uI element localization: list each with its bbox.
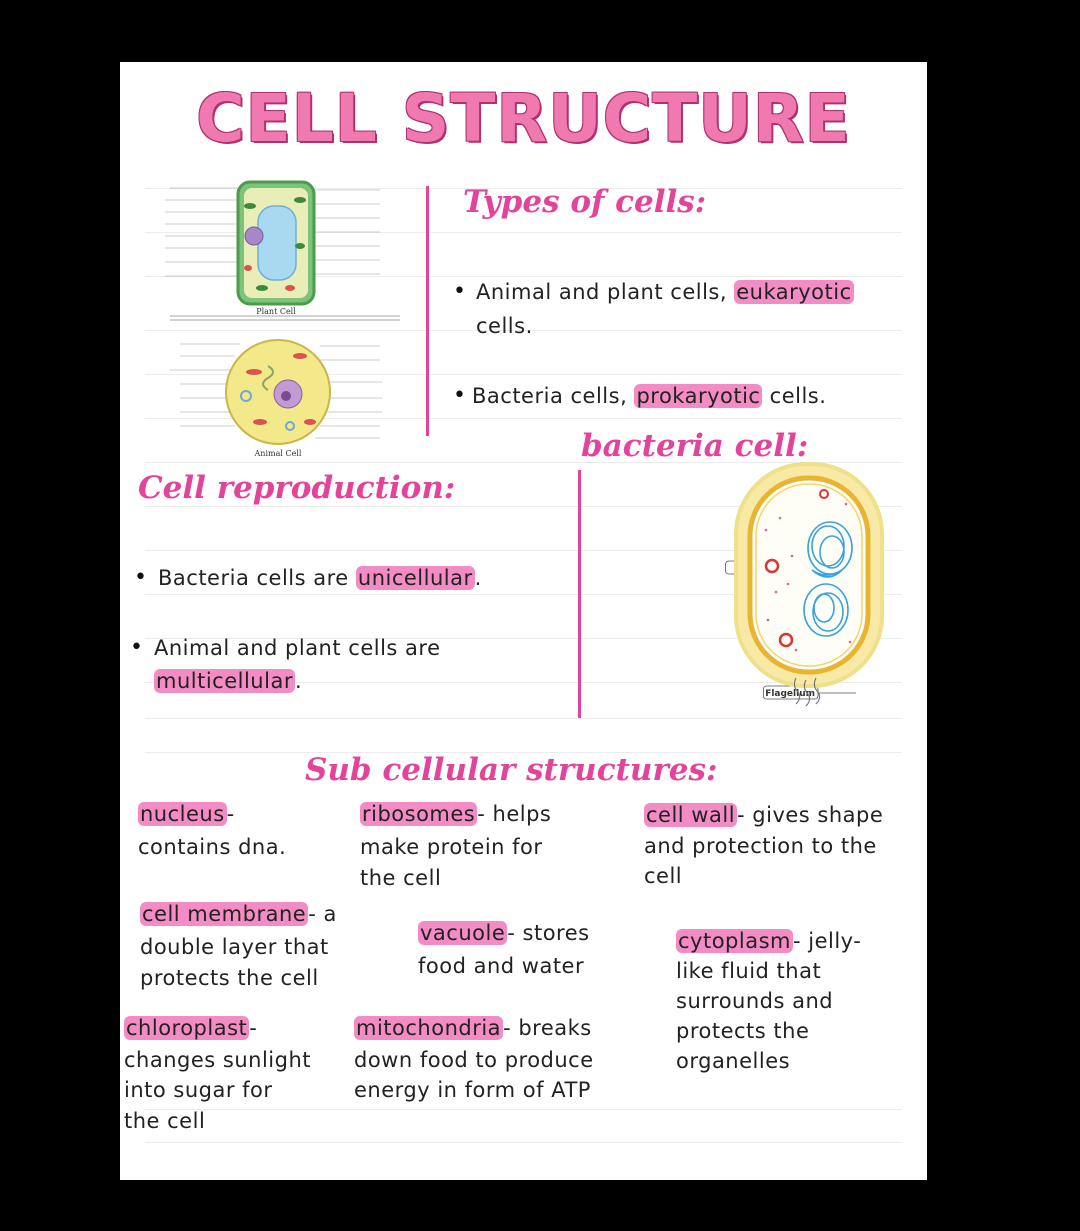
vacuole-suffix: - stores	[507, 921, 590, 945]
mitochondria-desc-2: energy in form of ATP	[354, 1078, 591, 1102]
chloroplast-desc-2: into sugar for	[124, 1078, 273, 1102]
cytoplasm-suffix: - jelly-	[793, 929, 862, 953]
ruled-line	[145, 506, 902, 507]
bacteria-cell-heading: bacteria cell:	[581, 428, 809, 464]
bacteria-cell-figure: CytoplasmCell membraneMurein cell wallCe…	[725, 462, 884, 707]
types-of-cells-heading: Types of cells:	[463, 184, 707, 220]
reproduction-bullet-1-text: Bacteria cells are	[158, 566, 349, 590]
chloroplast-desc-3: the cell	[124, 1109, 206, 1133]
chloroplast-entry: chloroplast-	[124, 1012, 257, 1044]
reproduction-bullet-2-text: Animal and plant cells are	[154, 636, 441, 660]
cell-membrane-desc-1: double layer that	[140, 935, 329, 959]
types-bullet-2: Bacteria cells, prokaryotic cells.	[472, 380, 826, 412]
vacuole-entry: vacuole- stores	[418, 917, 590, 949]
ruled-line	[145, 462, 902, 463]
ribosomes-desc-1: make protein for	[360, 835, 543, 859]
cytoplasm-term: cytoplasm	[676, 929, 793, 953]
animal-cell-label: Animal Cell	[254, 449, 302, 458]
divider-line	[426, 186, 429, 436]
nucleus-desc: contains dna.	[138, 835, 287, 859]
bullet: •	[134, 565, 147, 590]
types-bullet-1-text: Animal and plant cells,	[476, 280, 728, 304]
mitochondria-entry: mitochondria- breaks	[354, 1012, 592, 1044]
types-bullet-1: Animal and plant cells, eukaryotic	[476, 276, 854, 308]
ruled-line	[145, 752, 902, 753]
prokaryotic-highlight: prokaryotic	[634, 384, 763, 408]
ruled-line	[145, 594, 902, 595]
notes-page: CELL STRUCTURE Plant Cell	[120, 62, 927, 1180]
types-bullet-2-text: Bacteria cells,	[472, 384, 628, 408]
bacteria-label: Flagellum	[765, 689, 815, 699]
reproduction-bullet-2-end: .	[294, 669, 303, 693]
ribosomes-term: ribosomes	[360, 802, 478, 826]
types-bullet-1-end: cells.	[476, 314, 533, 338]
vacuole-term: vacuole	[418, 921, 508, 945]
cell-wall-suffix: - gives shape	[737, 803, 884, 827]
ruled-line	[145, 1142, 902, 1143]
page-title: CELL STRUCTURE	[196, 80, 851, 157]
cell-membrane-suffix: - a	[308, 902, 337, 926]
nucleus-entry: nucleus-	[138, 798, 235, 830]
divider-line	[578, 470, 581, 718]
plant-cell-figure: Plant Cell	[165, 180, 400, 321]
cell-reproduction-heading: Cell reproduction:	[138, 470, 456, 506]
ruled-line	[145, 1109, 902, 1110]
vacuole-desc: food and water	[418, 954, 585, 978]
animal-cell-figure: Animal Cell	[170, 339, 382, 458]
ruled-line	[145, 718, 902, 719]
reproduction-bullet-1-end: .	[474, 566, 482, 590]
ruled-line	[145, 232, 902, 233]
sub-cellular-heading: Sub cellular structures:	[305, 752, 718, 788]
ribosomes-desc-2: the cell	[360, 866, 442, 890]
mitochondria-suffix: - breaks	[503, 1016, 592, 1040]
cytoplasm-desc-3: protects the	[676, 1019, 810, 1043]
ruled-line	[145, 550, 902, 551]
nucleus-suffix: -	[226, 802, 235, 826]
bullet: •	[453, 383, 466, 408]
ribosomes-entry: ribosomes- helps	[360, 798, 551, 830]
types-bullet-2-end: cells.	[769, 384, 827, 408]
ruled-line	[145, 638, 902, 639]
cell-membrane-entry: cell membrane- a	[140, 898, 337, 930]
eukaryotic-highlight: eukaryotic	[734, 280, 854, 304]
reproduction-bullet-2-cont: multicellular.	[154, 665, 302, 697]
unicellular-highlight: unicellular	[355, 566, 475, 590]
mitochondria-desc-1: down food to produce	[354, 1048, 594, 1072]
cell-wall-desc-2: cell	[644, 864, 683, 888]
mitochondria-term: mitochondria	[354, 1016, 504, 1040]
plant-cell-label: Plant Cell	[256, 307, 296, 316]
cytoplasm-desc-4: organelles	[676, 1049, 791, 1073]
cell-wall-entry: cell wall- gives shape	[644, 799, 883, 831]
chloroplast-term: chloroplast	[124, 1016, 250, 1040]
cell-membrane-desc-2: protects the cell	[140, 966, 319, 990]
chloroplast-desc-1: changes sunlight	[124, 1048, 312, 1072]
cytoplasm-desc-1: like fluid that	[676, 959, 822, 983]
reproduction-bullet-1: Bacteria cells are unicellular.	[158, 562, 482, 594]
ruled-line	[145, 374, 902, 375]
nucleus-term: nucleus	[138, 802, 227, 826]
ribosomes-suffix: - helps	[477, 802, 552, 826]
bullet: •	[130, 635, 143, 660]
ruled-line	[145, 418, 902, 419]
ruled-line	[145, 330, 902, 331]
chloroplast-suffix: -	[249, 1016, 258, 1040]
cell-wall-term: cell wall	[644, 803, 738, 827]
cell-membrane-term: cell membrane	[140, 902, 309, 926]
cell-wall-desc-1: and protection to the	[644, 834, 877, 858]
ruled-line	[145, 276, 902, 277]
ruled-line	[145, 188, 902, 189]
cytoplasm-desc-2: surrounds and	[676, 989, 834, 1013]
cytoplasm-entry: cytoplasm- jelly-	[676, 925, 861, 957]
multicellular-highlight: multicellular	[154, 669, 295, 693]
ruled-line	[145, 682, 902, 683]
bullet: •	[453, 279, 466, 304]
